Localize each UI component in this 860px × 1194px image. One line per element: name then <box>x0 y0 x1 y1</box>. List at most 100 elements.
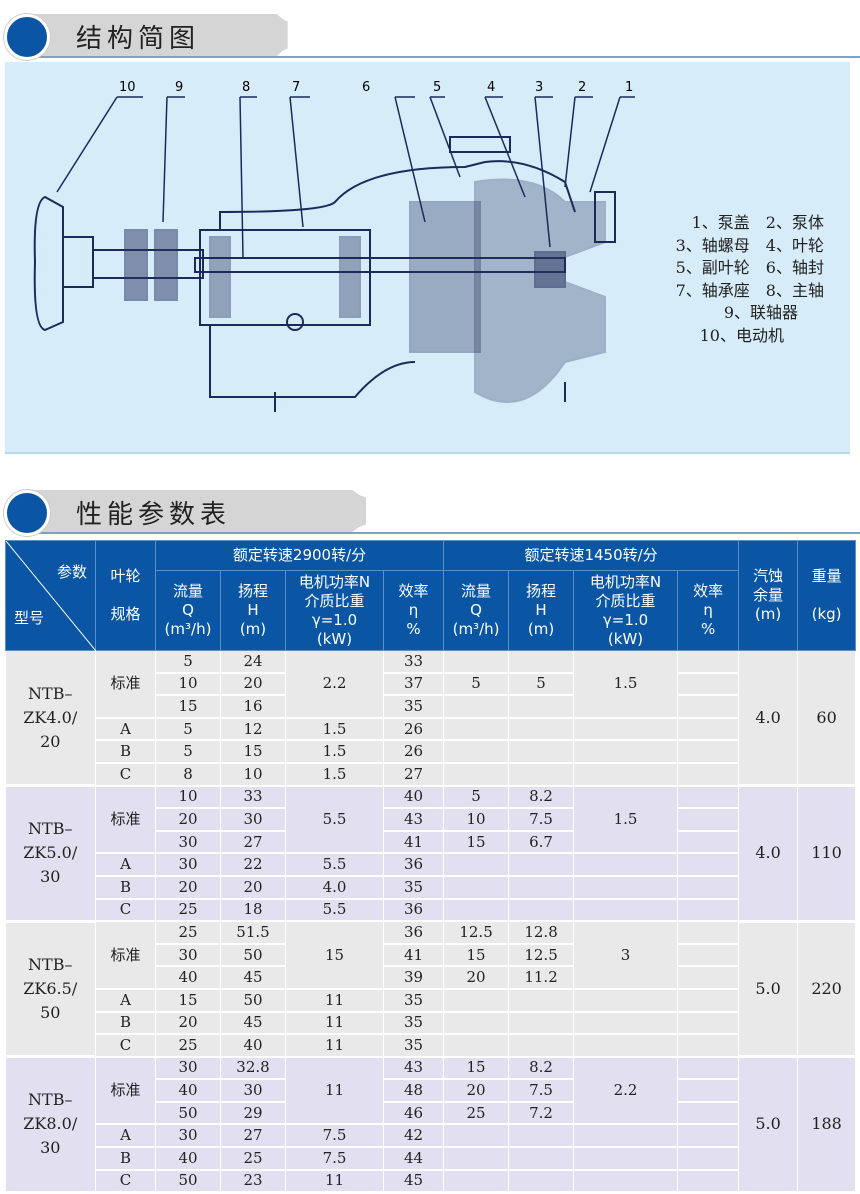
eff-2900: 42 <box>383 1124 445 1149</box>
head-1450 <box>508 1011 575 1036</box>
head-2900: 23 <box>220 1169 286 1194</box>
model-line: 30 <box>40 867 61 887</box>
flow-1450: 10 <box>443 808 510 832</box>
flow-1450 <box>443 898 510 923</box>
performance-table: 参数 型号 叶轮规格 额定转速2900转/分 额定转速1450转/分 汽蚀余量(… <box>5 540 857 1194</box>
model-line: ZK4.0/ <box>23 707 78 727</box>
power-1450: 1.5 <box>573 785 679 855</box>
callout-7: 7 <box>292 80 301 95</box>
eff-1450 <box>677 740 740 764</box>
head-1450 <box>508 898 575 923</box>
flow-1450 <box>443 1147 510 1171</box>
flow-2900: 20 <box>155 1011 221 1036</box>
flow-1450: 5 <box>443 785 510 810</box>
eff-2900: 35 <box>383 1034 445 1058</box>
flow-2900: 40 <box>155 966 221 990</box>
flow-2900: 5 <box>155 717 221 742</box>
head-2900: 27 <box>220 1124 286 1149</box>
eff-1450 <box>677 1124 740 1149</box>
header-impeller-line2: 规格 <box>110 605 141 623</box>
header-power_unit: (kW) <box>316 629 353 648</box>
eff-1450 <box>677 853 740 877</box>
head-2900: 45 <box>220 1011 286 1036</box>
eff-2900: 44 <box>383 1147 445 1171</box>
eff-2900: 26 <box>383 740 445 764</box>
header-param-model: 参数 型号 <box>5 540 96 651</box>
eff-1450 <box>677 717 740 742</box>
head-1450: 5 <box>508 672 575 697</box>
header-eff: 效率 <box>398 582 429 600</box>
header-impeller: 叶轮规格 <box>95 540 156 651</box>
head-1450: 8.2 <box>508 785 575 810</box>
weight-cell: 220 <box>797 921 857 1059</box>
impeller-cell: A <box>95 717 156 742</box>
head-2900: 30 <box>220 808 286 832</box>
head-1450: 12.5 <box>508 943 575 968</box>
weight-unit: (kg) <box>811 605 842 623</box>
eff-1450 <box>677 1079 740 1103</box>
header-power_unit: (kW) <box>607 629 644 648</box>
npsh-line2: 余量 <box>753 586 784 604</box>
eff-1450 <box>677 898 740 923</box>
model-line: ZK5.0/ <box>23 843 78 863</box>
header-speed-2900: 额定转速2900转/分 <box>154 540 445 571</box>
header-flow_unit: (m³/h) <box>164 620 212 638</box>
flow-2900: 30 <box>155 853 221 877</box>
head-1450 <box>508 875 575 900</box>
impeller-cell: C <box>95 1169 156 1194</box>
power-1450 <box>573 1147 679 1171</box>
impeller-cell: 标准 <box>95 785 156 855</box>
flow-1450: 12.5 <box>443 921 510 945</box>
power-1450: 1.5 <box>573 650 679 719</box>
header-param: 参数 <box>56 563 87 581</box>
eff-1450 <box>677 1056 740 1081</box>
legend-line: 10、电动机 <box>699 325 784 345</box>
weight-cell: 188 <box>797 1056 857 1194</box>
header-flow_unit: (m³/h) <box>452 620 500 638</box>
flow-1450 <box>443 695 510 719</box>
head-1450 <box>508 853 575 877</box>
flow-2900: 30 <box>155 1056 221 1081</box>
eff-1450 <box>677 921 740 945</box>
head-1450: 7.5 <box>508 1079 575 1103</box>
power-1450: 3 <box>573 921 679 990</box>
head-1450: 6.7 <box>508 830 575 855</box>
head-1450 <box>508 988 575 1013</box>
power-2900: 5.5 <box>285 853 384 877</box>
eff-2900: 35 <box>383 988 445 1013</box>
impeller-cell: 标准 <box>95 1056 156 1126</box>
pump-drawing <box>33 96 635 412</box>
head-1450 <box>508 1124 575 1149</box>
eff-2900: 39 <box>383 966 445 990</box>
power-1450 <box>573 740 679 764</box>
eff-1450 <box>677 808 740 832</box>
structure-diagram: 10 9 8 7 6 5 4 3 2 1 1、泵盖 2、泵体 3、轴螺母 4、叶… <box>5 62 850 454</box>
bullet-circle-icon <box>4 490 50 536</box>
flow-1450 <box>443 740 510 764</box>
power-2900: 1.5 <box>285 740 384 764</box>
model-line: 20 <box>40 731 61 751</box>
power-1450 <box>573 1124 679 1149</box>
head-2900: 15 <box>220 740 286 764</box>
flow-2900: 25 <box>155 898 221 923</box>
head-1450 <box>508 695 575 719</box>
header-power3: γ=1.0 <box>311 610 358 629</box>
head-2900: 12 <box>220 717 286 742</box>
flow-1450 <box>443 1011 510 1036</box>
eff-2900: 40 <box>383 785 445 810</box>
head-2900: 40 <box>220 1034 286 1058</box>
flow-2900: 50 <box>155 1169 221 1194</box>
head-2900: 25 <box>220 1147 286 1171</box>
power-1450 <box>573 1011 679 1036</box>
